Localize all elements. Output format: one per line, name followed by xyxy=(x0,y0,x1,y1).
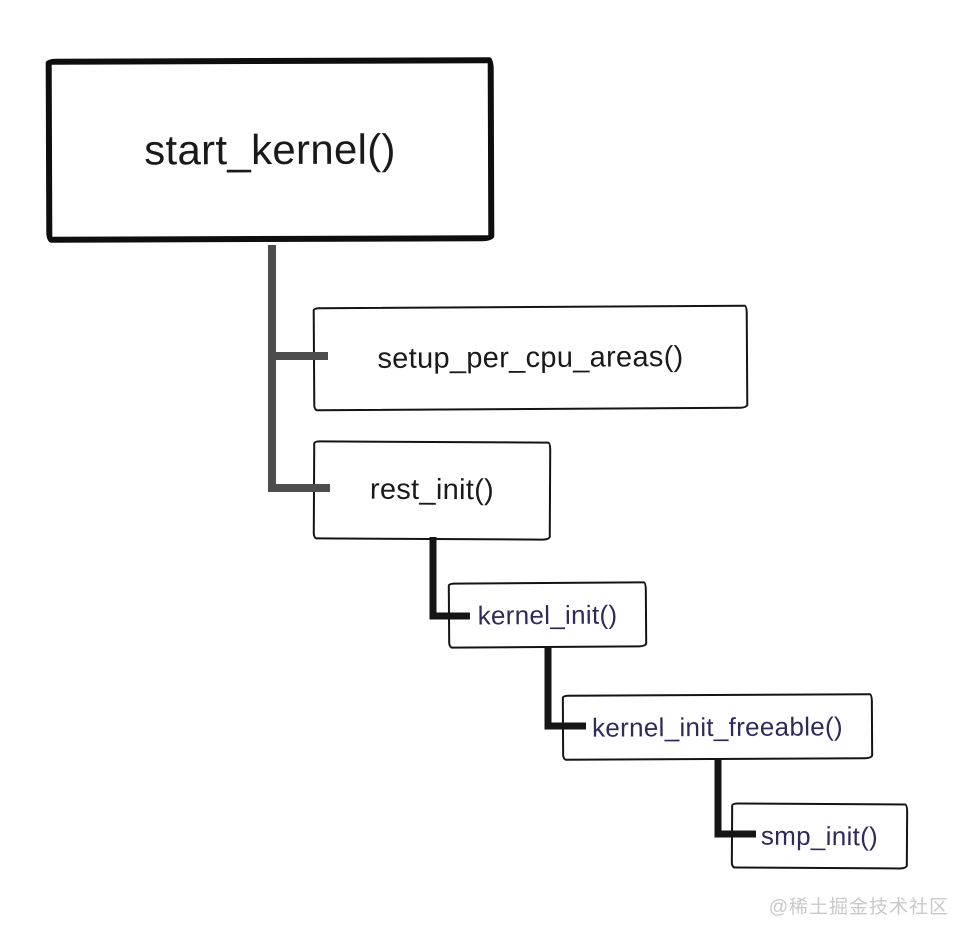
node-setup-per-cpu-areas-label: setup_per_cpu_areas() xyxy=(377,340,684,375)
node-kernel-init-freeable-label: kernel_init_freeable() xyxy=(591,710,843,743)
watermark: @稀土掘金技术社区 xyxy=(768,897,949,918)
node-setup-per-cpu-areas: setup_per_cpu_areas() xyxy=(312,304,749,412)
node-rest-init-label: rest_init() xyxy=(369,473,495,507)
node-start-kernel: start_kernel() xyxy=(45,57,495,243)
node-kernel-init-freeable: kernel_init_freeable() xyxy=(561,693,874,761)
node-smp-init: smp_init() xyxy=(730,802,909,870)
node-kernel-init-label: kernel_init() xyxy=(477,599,618,630)
node-rest-init: rest_init() xyxy=(312,440,552,541)
node-kernel-init: kernel_init() xyxy=(447,581,648,649)
node-start-kernel-label: start_kernel() xyxy=(144,125,396,174)
node-smp-init-label: smp_init() xyxy=(760,820,879,851)
